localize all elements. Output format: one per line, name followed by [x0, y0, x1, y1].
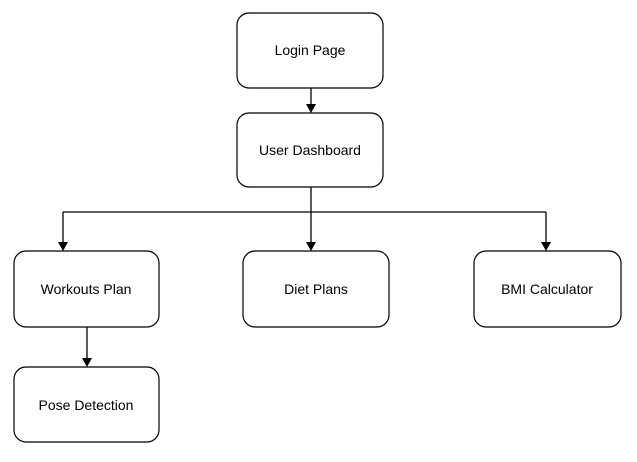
- node-workouts-plan: Workouts Plan: [13, 250, 160, 328]
- node-diet-plans: Diet Plans: [242, 250, 390, 328]
- node-login-page: Login Page: [236, 12, 384, 89]
- edges: [58, 88, 551, 367]
- node-login-page-box: [236, 12, 384, 89]
- node-bmi-calculator-box: [473, 250, 622, 328]
- node-user-dashboard: User Dashboard: [236, 112, 384, 188]
- node-user-dashboard-label: User Dashboard: [259, 142, 361, 158]
- node-workouts-plan-label: Workouts Plan: [41, 281, 132, 297]
- edge-dashboard-to-diet: [306, 212, 316, 251]
- node-bmi-calculator-label: BMI Calculator: [501, 281, 593, 297]
- edge-login-to-dashboard: [306, 88, 316, 113]
- node-diet-plans-label: Diet Plans: [284, 281, 348, 297]
- node-pose-detection-label: Pose Detection: [39, 397, 134, 413]
- node-pose-detection: Pose Detection: [13, 366, 160, 443]
- edge-dashboard-branch: [63, 187, 546, 213]
- edge-dashboard-to-workouts: [58, 212, 68, 251]
- node-pose-detection-box: [13, 366, 160, 443]
- node-user-dashboard-box: [236, 112, 384, 188]
- node-bmi-calculator: BMI Calculator: [473, 250, 622, 328]
- edge-workouts-to-pose: [82, 327, 92, 367]
- node-login-page-label: Login Page: [275, 42, 346, 58]
- edge-dashboard-to-bmi: [541, 212, 551, 251]
- node-workouts-plan-box: [13, 250, 160, 328]
- node-diet-plans-box: [242, 250, 390, 328]
